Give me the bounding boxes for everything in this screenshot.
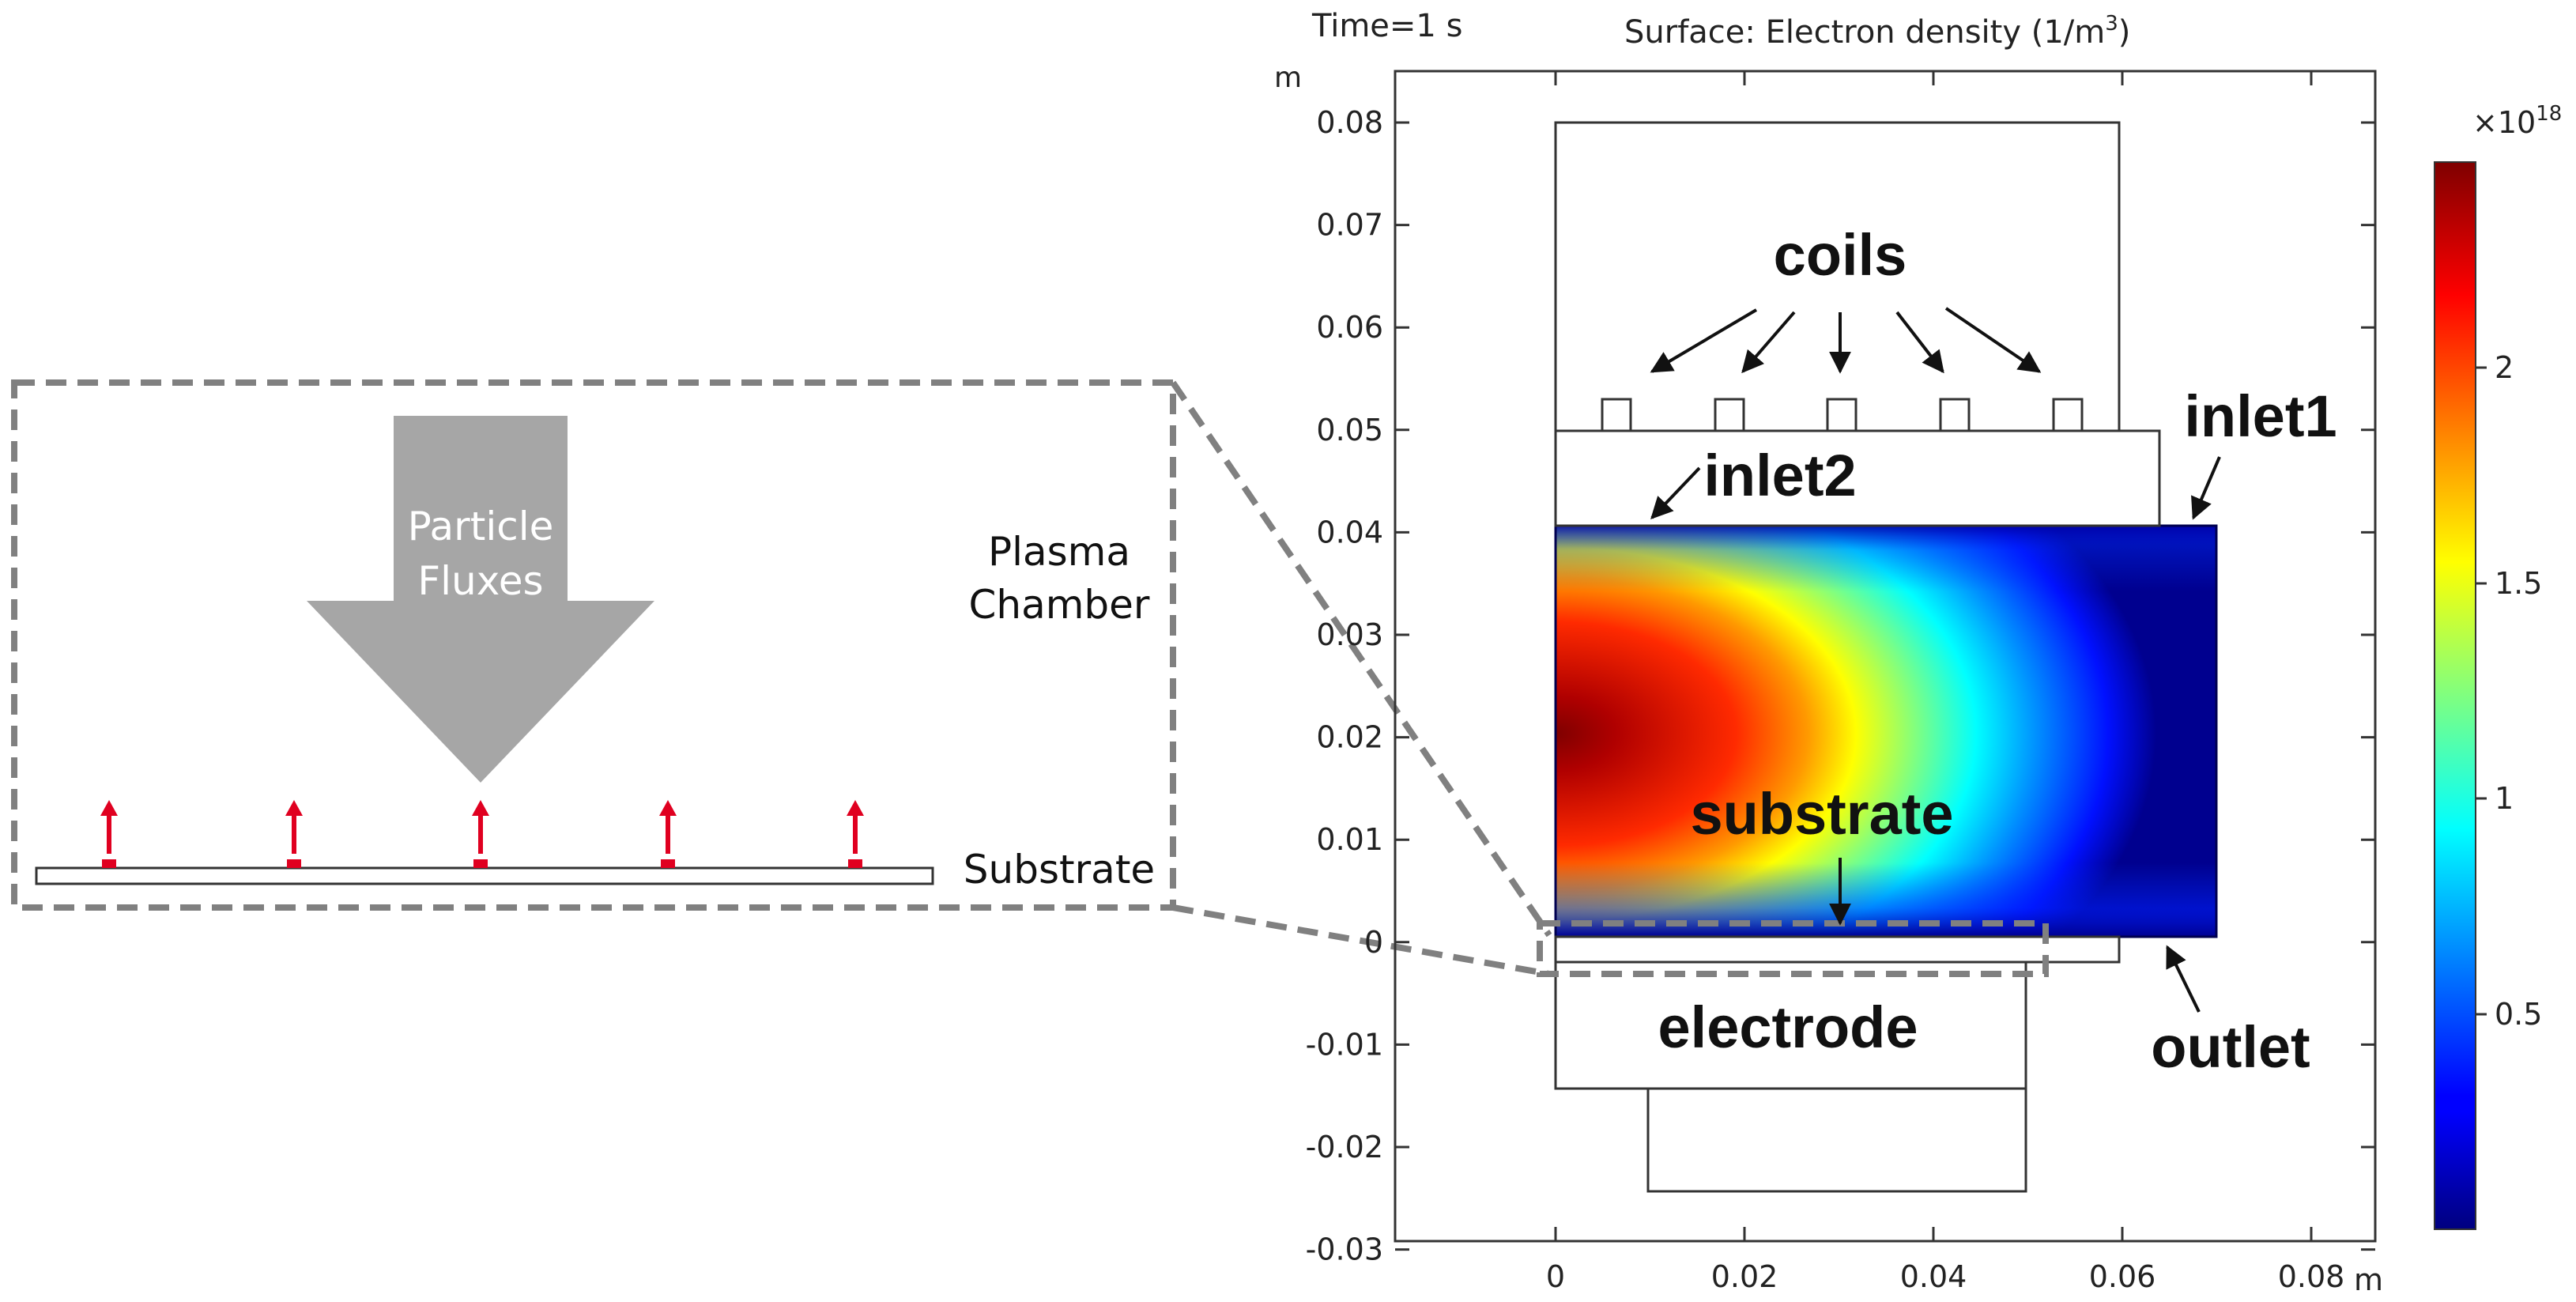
colorbar-tick-label: 1 [2495,781,2514,816]
y-tick-label: 0.02 [1316,720,1383,755]
annotation-arrows [1650,307,2221,1013]
flux-base [102,859,116,868]
colorbar-gradient [2434,161,2476,1230]
x-tick-label: 0.02 [1711,1259,1778,1294]
y-tick-label: 0.05 [1316,413,1383,447]
inset-dashed-frame [11,379,1176,911]
x-tick-label: 0.06 [2089,1259,2156,1294]
y-tick-label: 0.08 [1316,105,1383,140]
zoom-connector-top [1170,380,1552,938]
y-tick-label: 0.06 [1316,310,1383,345]
y-tick-label: -0.03 [1306,1232,1383,1267]
plasma-edge-fade [1556,526,2216,937]
y-tick-label: -0.01 [1306,1027,1383,1062]
y-axis-unit: m [1274,62,1302,94]
substrate-region [1554,935,2121,964]
coil-square [2052,398,2084,432]
electrode-label: electrode [1658,994,1918,1060]
dielectric-window [1554,429,2161,527]
flux-base [287,859,301,868]
y-tick-label: 0 [1364,925,1383,960]
electrode-region [1554,960,2027,1090]
coil-square [1714,398,1745,432]
flux-base [473,859,488,868]
inlet2-label: inlet2 [1703,443,1856,508]
flux-arrow-head [659,800,677,816]
coil-arrow-5 [1944,307,2042,373]
colorbar-tick-label: 1.5 [2495,566,2542,601]
electrode-base [1646,1087,2027,1193]
colorbar: 2 1.5 1 0.5 ×1018 [2434,102,2562,1230]
coil-square [1826,398,1858,432]
inlet1-label: inlet1 [2184,383,2337,449]
flux-arrow-head [285,800,303,816]
y-tick-label: 0.01 [1316,822,1383,857]
y-axis-ticks: 0.08 0.07 0.06 0.05 0.04 0.03 0.02 0.01 0 -0.01 -0… [1306,105,2375,1267]
flux-arrow-head [847,800,864,816]
plasma-chamber-label-line1: Plasma [988,529,1130,575]
coil-arrow-1 [1650,308,1758,373]
x-tick-label: 0.08 [2278,1259,2345,1294]
colorbar-tick-label: 2 [2495,350,2514,385]
flux-arrow-head [100,800,118,816]
zoom-connector-bottom [1172,904,1550,977]
surface-title: Surface: Electron density (1/m3) [1624,12,2130,51]
flux-label-line2: Fluxes [417,558,543,604]
coils-label: coils [1774,222,1907,288]
substrate-label: substrate [1690,781,1953,847]
coil-arrow-2 [1741,311,1796,374]
colorbar-multiplier: ×1018 [2472,102,2562,140]
outlet-label: outlet [2151,1014,2310,1080]
x-axis-ticks: 0 0.02 0.04 0.06 0.08 [1546,71,2344,1294]
y-tick-label: 0.04 [1316,515,1383,549]
x-axis-unit: m [2354,1262,2383,1297]
y-tick-label: 0.03 [1316,617,1383,652]
inset-substrate-label: Substrate [964,847,1155,893]
plot-area: Time=1 s Surface: Electron density (1/m3… [1274,8,2383,1297]
inlet1-arrow [2191,456,2221,520]
x-tick-label: 0 [1546,1259,1565,1294]
coil-square [1939,398,1971,432]
flux-arrow-head [472,800,489,816]
plot-frame [1394,70,2377,1243]
substrate-zoom-box [1537,920,2049,977]
inset-panel: Particle Fluxes Plasma Chamber Substrate [11,379,1176,911]
flux-base [661,859,675,868]
coil-square [1601,398,1632,432]
particle-flux-arrow [307,416,654,783]
x-tick-label: 0.04 [1900,1259,1967,1294]
y-tick-label: -0.02 [1306,1130,1383,1164]
flux-base [848,859,862,868]
colorbar-tick-label: 0.5 [2495,997,2542,1032]
time-label: Time=1 s [1311,8,1462,44]
coil-squares [1601,398,2084,432]
colorbar-ticks: 2 1.5 1 0.5 [2476,350,2542,1032]
inset-substrate-bar [35,866,934,885]
flux-label-line1: Particle [408,504,554,549]
plasma-chamber-label-line2: Chamber [968,582,1149,628]
inlet2-arrow [1650,466,1701,520]
y-tick-label: 0.07 [1316,208,1383,243]
upward-flux-arrows [100,800,864,868]
coil-arrow-4 [1895,311,1944,374]
outlet-arrow [2166,945,2201,1013]
